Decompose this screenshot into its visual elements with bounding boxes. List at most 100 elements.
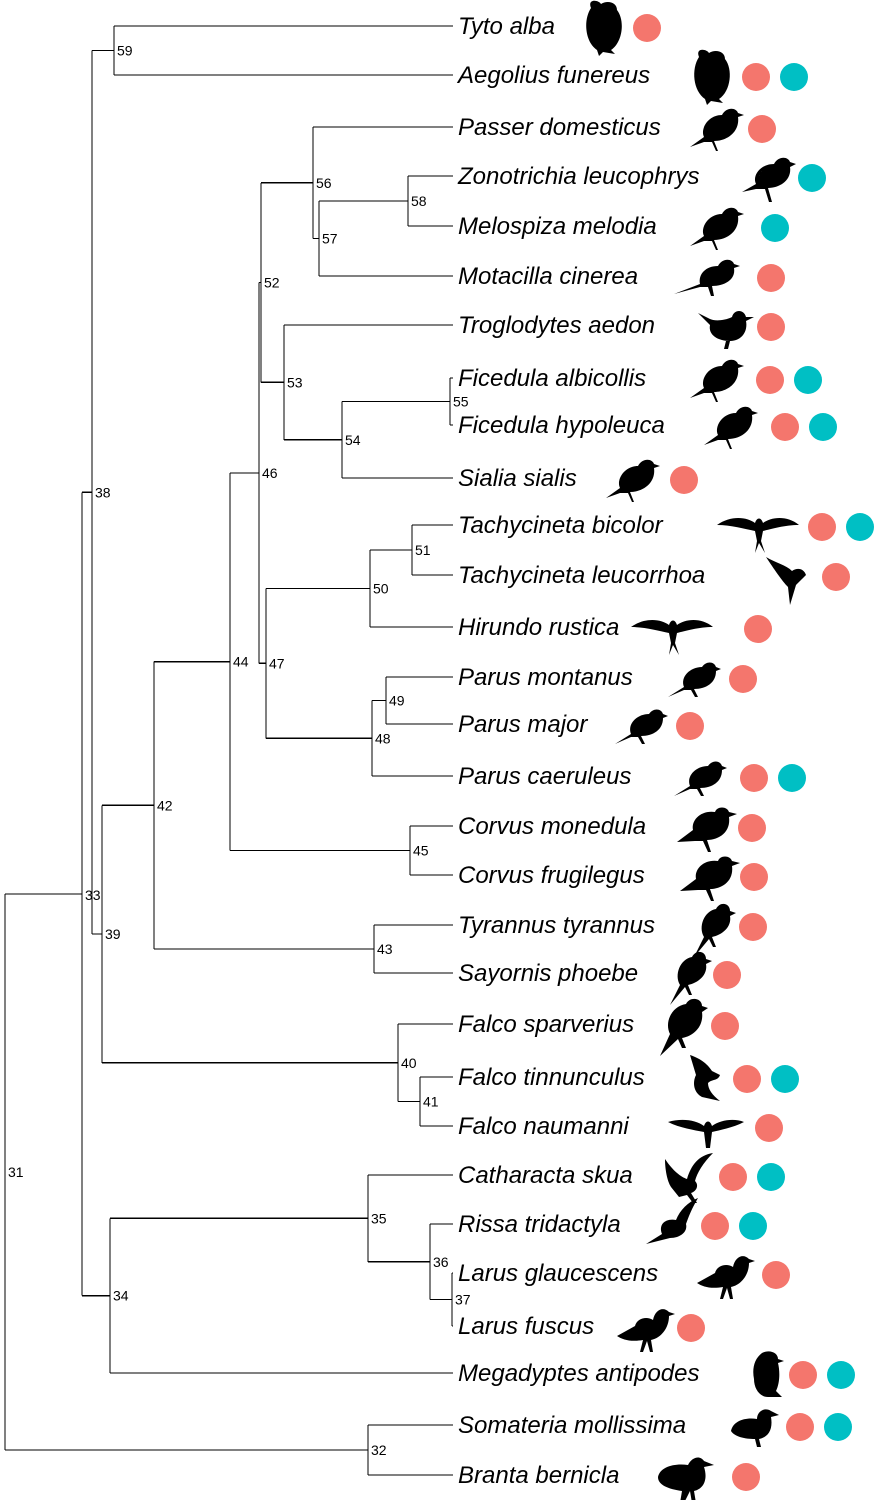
falcon-icon-shape bbox=[690, 1055, 720, 1101]
tip-row: Branta bernicla bbox=[458, 1457, 760, 1500]
marker-salmon bbox=[808, 513, 836, 541]
marker-salmon bbox=[733, 1065, 761, 1093]
species-name: Tyto alba bbox=[458, 13, 555, 40]
marker-salmon bbox=[676, 712, 704, 740]
tip-row: Aegolius funereus bbox=[456, 49, 808, 105]
marker-salmon bbox=[729, 665, 757, 693]
swallow-flying-icon-shape bbox=[717, 518, 799, 553]
species-name: Larus fuscus bbox=[458, 1313, 594, 1340]
species-name: Larus glaucescens bbox=[458, 1260, 658, 1287]
internal-node-labels: 3132333435363738394041424344454647484950… bbox=[8, 43, 471, 1459]
tip-row: Falco naumanni bbox=[458, 1113, 783, 1148]
tit-icon-shape bbox=[615, 709, 668, 744]
songbird-icon bbox=[606, 459, 660, 502]
species-name: Somateria mollissima bbox=[458, 1412, 686, 1439]
marker-teal bbox=[798, 164, 826, 192]
songbird-perched-icon bbox=[742, 152, 796, 202]
penguin-icon-shape bbox=[753, 1351, 784, 1397]
tit-icon-shape bbox=[674, 761, 727, 796]
marker-salmon bbox=[677, 1314, 705, 1342]
tip-row: Tyrannus tyrannus bbox=[458, 903, 767, 957]
tip-row: Parus montanus bbox=[458, 662, 757, 697]
node-label-51: 51 bbox=[415, 542, 431, 558]
tip-row: Sayornis phoebe bbox=[458, 951, 741, 1005]
species-name: Tachycineta leucorrhoa bbox=[458, 562, 705, 589]
crow-icon bbox=[677, 807, 737, 852]
tit-icon bbox=[615, 709, 668, 744]
goose-icon bbox=[658, 1457, 714, 1500]
tip-row: Somateria mollissima bbox=[458, 1409, 852, 1447]
marker-salmon bbox=[789, 1361, 817, 1389]
tip-row: Troglodytes aedon bbox=[458, 311, 785, 349]
species-name: Ficedula hypoleuca bbox=[458, 412, 665, 439]
node-label-50: 50 bbox=[373, 581, 389, 597]
tip-row: Corvus frugilegus bbox=[458, 856, 768, 901]
tip-row: Tyto alba bbox=[458, 0, 661, 56]
marker-salmon bbox=[701, 1212, 729, 1240]
marker-salmon bbox=[738, 814, 766, 842]
songbird-perched-icon-shape bbox=[742, 152, 796, 202]
tip-row: Hirundo rustica bbox=[458, 614, 772, 655]
node-label-57: 57 bbox=[322, 231, 338, 247]
owl-icon bbox=[586, 0, 622, 56]
marker-teal bbox=[780, 63, 808, 91]
node-label-44: 44 bbox=[233, 654, 249, 670]
marker-salmon bbox=[756, 366, 784, 394]
gull-flying-icon-shape bbox=[646, 1198, 698, 1244]
marker-teal bbox=[794, 366, 822, 394]
marker-salmon bbox=[711, 1012, 739, 1040]
falcon-perched-icon bbox=[660, 998, 708, 1056]
skua-icon-shape bbox=[665, 1153, 713, 1203]
tip-row: Falco sparverius bbox=[458, 998, 739, 1056]
falcon-icon bbox=[690, 1055, 720, 1101]
marker-salmon bbox=[757, 313, 785, 341]
tip-row: Tachycineta leucorrhoa bbox=[458, 557, 850, 605]
marker-teal bbox=[809, 413, 837, 441]
marker-salmon bbox=[757, 264, 785, 292]
species-name: Tyrannus tyrannus bbox=[458, 912, 655, 939]
tip-row: Sialia sialis bbox=[458, 459, 698, 502]
songbird-icon-shape bbox=[606, 459, 660, 502]
node-label-54: 54 bbox=[345, 432, 361, 448]
tit-icon bbox=[668, 662, 721, 697]
songbird-icon-shape bbox=[690, 207, 744, 250]
owl-icon bbox=[694, 49, 730, 105]
crow-icon-shape bbox=[677, 807, 737, 852]
swallow-diving-icon bbox=[766, 557, 806, 605]
flycatcher-icon-shape bbox=[670, 951, 712, 1005]
swallow-flying-icon bbox=[631, 620, 713, 655]
tip-row: Passer domesticus bbox=[458, 108, 776, 151]
tip-row: Melospiza melodia bbox=[458, 207, 789, 250]
node-label-34: 34 bbox=[113, 1288, 129, 1304]
marker-salmon bbox=[732, 1463, 760, 1491]
tip-row: Ficedula albicollis bbox=[458, 359, 822, 402]
species-name: Sayornis phoebe bbox=[458, 960, 638, 987]
species-name: Sialia sialis bbox=[458, 465, 577, 492]
node-label-53: 53 bbox=[287, 374, 303, 390]
species-name: Rissa tridactyla bbox=[458, 1211, 621, 1238]
goose-icon-shape bbox=[658, 1457, 714, 1500]
songbird-icon-shape bbox=[704, 406, 758, 449]
flycatcher-icon bbox=[694, 903, 736, 957]
marker-salmon bbox=[719, 1163, 747, 1191]
flycatcher-icon bbox=[670, 951, 712, 1005]
node-label-49: 49 bbox=[389, 693, 405, 709]
tip-row: Catharacta skua bbox=[458, 1153, 785, 1203]
species-name: Passer domesticus bbox=[458, 114, 661, 141]
tip-row: Parus caeruleus bbox=[458, 761, 806, 796]
species-name: Tachycineta bicolor bbox=[458, 512, 664, 539]
tree-branches bbox=[4, 25, 453, 1476]
marker-teal bbox=[778, 764, 806, 792]
duck-icon-shape bbox=[731, 1409, 779, 1447]
node-label-43: 43 bbox=[377, 941, 393, 957]
tip-row: Larus glaucescens bbox=[458, 1256, 790, 1299]
penguin-icon bbox=[753, 1351, 784, 1397]
marker-teal bbox=[824, 1413, 852, 1441]
wren-icon bbox=[698, 311, 754, 349]
marker-salmon bbox=[740, 863, 768, 891]
species-name: Corvus frugilegus bbox=[458, 862, 645, 889]
marker-salmon bbox=[822, 563, 850, 591]
species-name: Catharacta skua bbox=[458, 1162, 633, 1189]
